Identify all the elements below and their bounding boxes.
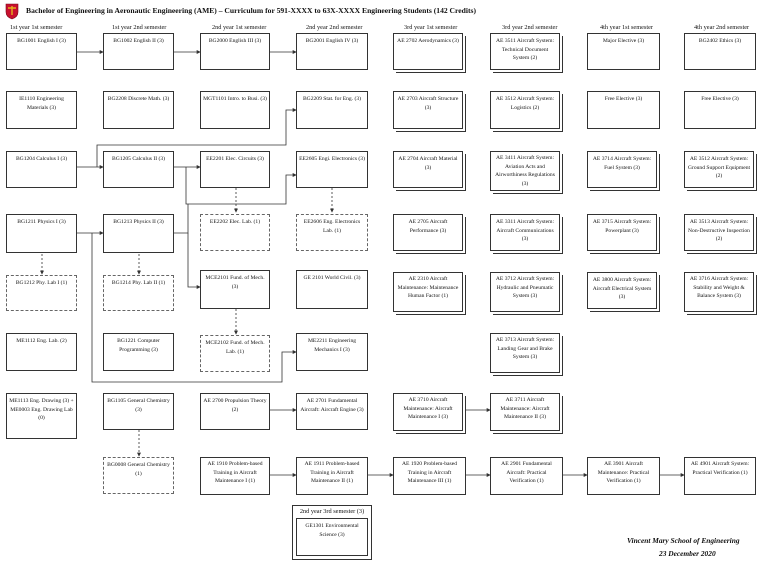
course-ae1910: AE 1910 Problem-based Training in Aircra… bbox=[200, 457, 270, 495]
course-ae3715: AE 3715 Aircraft System: Powerplant (3) bbox=[587, 214, 657, 251]
header-y2s1: 2nd year 1st semester bbox=[212, 24, 267, 31]
course-ee2202: EE2202 Elec. Lab. (1) bbox=[200, 214, 270, 251]
summer-semester-group bbox=[292, 505, 372, 560]
school-name: Vincent Mary School of Engineering bbox=[627, 536, 740, 545]
document-date: 23 December 2020 bbox=[659, 549, 716, 558]
course-ae4901: AE 4901 Aircraft System: Practical Verif… bbox=[684, 457, 756, 495]
course-bg0008: BG0008 General Chemistry (1) bbox=[103, 457, 174, 494]
course-me2211: ME2211 Engineering Mechanics I (3) bbox=[296, 333, 368, 371]
course-ae2701: AE 2701 Fundamental Aircraft: Aircraft E… bbox=[296, 393, 368, 430]
course-bg1002: BG1002 English II (3) bbox=[103, 33, 174, 70]
course-ae3713: AE 3713 Aircraft System: Landing Gear an… bbox=[490, 333, 560, 373]
course-ae3716: AE 3716 Aircraft System: Stability and W… bbox=[684, 272, 754, 312]
course-ae2705: AE 2705 Aircraft Performance (3) bbox=[393, 214, 463, 251]
course-bg1214: BG1214 Phy. Lab II (1) bbox=[103, 275, 174, 311]
course-bg1204: BG1204 Calculus I (3) bbox=[6, 151, 77, 188]
course-ie1110: IE1110 Engineering Materials (3) bbox=[6, 91, 77, 129]
course-bg1211: BG1211 Physics I (3) bbox=[6, 214, 77, 253]
course-ae3714: AE 3714 Aircraft System: Fuel System (3) bbox=[587, 151, 657, 188]
course-ae3512-gse: AE 3512 Aircraft System: Ground Support … bbox=[684, 151, 754, 188]
header-y3s1: 3rd year 1st semester bbox=[404, 24, 458, 31]
header-y4s1: 4th year 1st semester bbox=[600, 24, 653, 31]
header-y3s2: 3rd year 2nd semester bbox=[502, 24, 558, 31]
header-y1s2: 1st year 2nd semester bbox=[112, 24, 167, 31]
course-ae2703: AE 2703 Aircraft Structure (3) bbox=[393, 91, 463, 129]
course-ae2901: AE 2901 Fundamental Aircraft: Practical … bbox=[490, 457, 563, 495]
course-ae3901: AE 3901 Aircraft Maintenance: Practical … bbox=[587, 457, 660, 495]
header-y2s3: 2nd year 3rd semester (3) bbox=[299, 508, 365, 515]
course-ae2702: AE 2702 Aerodynamics (3) bbox=[393, 33, 463, 70]
course-bg1205: BG1205 Calculus II (3) bbox=[103, 151, 174, 188]
course-ae3411: AE 3411 Aircraft System: Aviation Acts a… bbox=[490, 151, 560, 191]
course-bg1213: BG1213 Physics II (3) bbox=[103, 214, 174, 253]
course-ae1911: AE 1911 Problem-based Training in Aircra… bbox=[296, 457, 368, 495]
course-bg1105: BG1105 General Chemistry (3) bbox=[103, 393, 174, 430]
course-ge2101: GE 2101 World Civil. (3) bbox=[296, 270, 368, 309]
course-bg2209: BG2209 Stat. for Eng. (3) bbox=[296, 91, 368, 129]
course-ae2704: AE 2704 Aircraft Material (3) bbox=[393, 151, 463, 188]
course-bg2001: BG2001 English IV (3) bbox=[296, 33, 368, 70]
course-ae2700: AE 2700 Propulsion Theory (2) bbox=[200, 393, 270, 430]
course-mce2101: MCE2101 Fund. of Mech. (3) bbox=[200, 270, 270, 309]
course-bg1001: BG1001 English I (3) bbox=[6, 33, 77, 70]
course-mgt1101: MGT1101 Intro. to Busi. (3) bbox=[200, 91, 270, 129]
course-bg2402: BG2402 Ethics (3) bbox=[684, 33, 756, 70]
course-ae3711: AE 3711 Aircraft Maintenance: Aircraft M… bbox=[490, 393, 560, 431]
course-me1113: ME1113 Eng. Drawing (3) + ME0003 Eng. Dr… bbox=[6, 393, 77, 439]
course-ae3512: AE 3512 Aircraft System: Logistics (2) bbox=[490, 91, 560, 129]
course-bg2208: BG2208 Discrete Math. (3) bbox=[103, 91, 174, 129]
course-free-elective-1: Free Elective (3) bbox=[587, 91, 660, 129]
course-bg2000: BG2000 English III (3) bbox=[200, 33, 270, 70]
course-ae3800: AE 3800 Aircraft System: Aircraft Electr… bbox=[587, 272, 657, 309]
course-bg1212: BG1212 Phy. Lab I (1) bbox=[6, 275, 77, 311]
course-ae2310: AE 2310 Aircraft Maintenance: Maintenanc… bbox=[393, 272, 463, 312]
course-me1112: ME1112 Eng. Lab. (2) bbox=[6, 333, 77, 371]
course-ae1920: AE 1920 Problem-based Training in Aircra… bbox=[393, 457, 466, 495]
header-y1s1: 1st year 1st semester bbox=[10, 24, 63, 31]
header-y4s2: 4th year 2nd semester bbox=[694, 24, 750, 31]
course-ee2605: EE2605 Engi. Electronics (3) bbox=[296, 151, 368, 188]
course-ae3511: AE 3511 Aircraft System: Technical Docum… bbox=[490, 33, 560, 70]
course-free-elective-2: Free Elective (3) bbox=[684, 91, 756, 129]
course-ae3710: AE 3710 Aircraft Maintenance: Aircraft M… bbox=[393, 393, 463, 431]
course-ee2606: EE2606 Eng. Electronics Lab. (1) bbox=[296, 214, 368, 251]
university-crest-logo bbox=[5, 3, 19, 20]
course-ae3712: AE 3712 Aircraft System: Hydraulic and P… bbox=[490, 272, 560, 312]
course-bg1221: BG1221 Computer Programming (3) bbox=[103, 333, 174, 371]
header-y2s2: 2nd year 2nd semester bbox=[306, 24, 363, 31]
course-ee2201: EE2201 Elec. Circuits (3) bbox=[200, 151, 270, 188]
course-ge1301: GE1301 Environmental Science (3) bbox=[296, 518, 368, 556]
course-ae3513: AE 3513 Aircraft System: Non-Destructive… bbox=[684, 214, 754, 251]
course-mce2102: MCE2102 Fund. of Mech. Lab. (1) bbox=[200, 335, 270, 372]
course-major-elective: Major Elective (3) bbox=[587, 33, 660, 70]
page-title: Bachelor of Engineering in Aeronautic En… bbox=[26, 6, 476, 15]
course-ae3311: AE 3311 Aircraft System: Aircraft Commun… bbox=[490, 214, 560, 251]
